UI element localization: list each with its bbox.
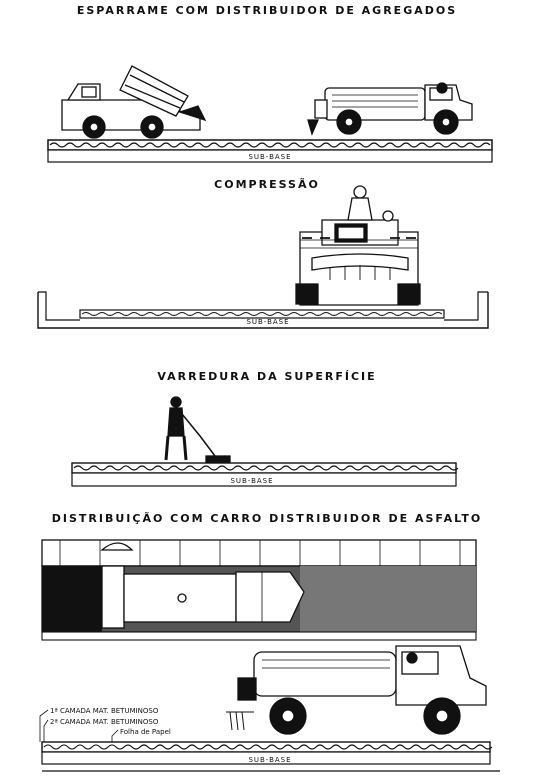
panel-4-drawing: SUB-BASE 1ª CAMADA MAT. BETUMINOSO 2ª CA… <box>39 539 500 772</box>
sub-base <box>71 472 457 487</box>
uncoated-aggregate <box>300 566 476 632</box>
aggregate-pattern <box>49 142 491 148</box>
aggregate-spreader-illustration <box>307 82 473 136</box>
roller-compactor-illustration <box>295 185 421 306</box>
panel-2-title: COMPRESSÃO <box>214 178 320 191</box>
curb-top <box>41 539 477 567</box>
panel-3-drawing: SUB-BASE <box>71 396 459 487</box>
layer-label-3: Folha de Papel <box>120 728 171 736</box>
layer-label-2: 2ª CAMADA MAT. BETUMINOSO <box>50 718 159 726</box>
coated-section <box>42 566 102 632</box>
sub-base-label: SUB-BASE <box>248 756 291 764</box>
dump-truck-illustration <box>61 65 207 139</box>
aggregate-layer <box>41 741 491 753</box>
panel-3-title: VARREDURA DA SUPERFÍCIE <box>157 370 377 383</box>
distributor-plan-view <box>100 542 305 629</box>
panel-1-drawing: SUB-BASE <box>47 65 493 163</box>
layer-label-1: 1ª CAMADA MAT. BETUMINOSO <box>50 707 159 715</box>
sub-base-label: SUB-BASE <box>248 153 291 161</box>
panel-2-drawing: SUB-BASE <box>37 185 489 329</box>
aggregate-layer <box>79 309 445 319</box>
sub-base-label: SUB-BASE <box>230 477 273 485</box>
sub-base <box>47 149 493 163</box>
sub-base <box>41 751 491 765</box>
sweeper-worker-illustration <box>164 396 231 463</box>
panel-4-title: DISTRIBUIÇÃO COM CARRO DISTRIBUIDOR DE A… <box>51 512 483 525</box>
layer-labels: 1ª CAMADA MAT. BETUMINOSO 2ª CAMADA MAT.… <box>39 707 171 742</box>
sub-base-label: SUB-BASE <box>246 318 289 326</box>
asphalt-distributor-truck-illustration <box>226 645 487 735</box>
panel-1-title: ESPARRAME COM DISTRIBUIDOR DE AGREGADOS <box>76 4 458 17</box>
